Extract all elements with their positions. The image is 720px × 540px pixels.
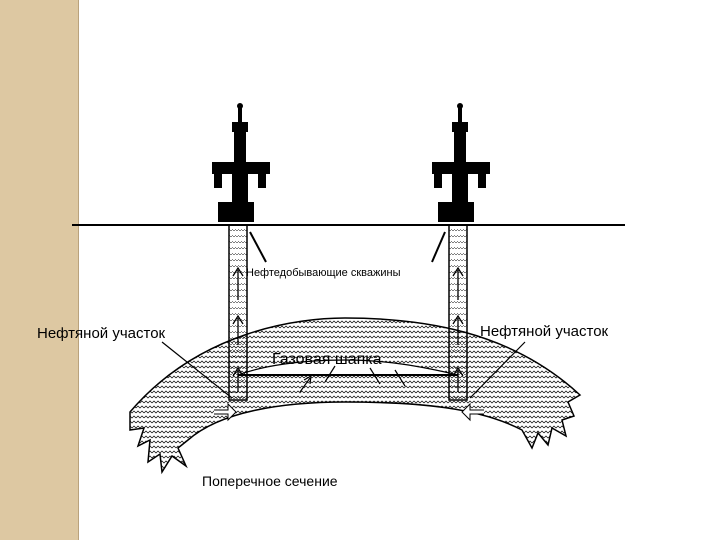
left-well [212, 103, 270, 401]
oil-zone-leader-right [469, 341, 526, 399]
oil-zone-left-label: Нефтяной участок [37, 325, 166, 342]
wells-leader-left [249, 231, 267, 263]
right-well [432, 103, 490, 401]
wells-label: Нефтедобывающие скважины [246, 267, 401, 279]
oil-zone-leader-left [161, 341, 233, 399]
wells-leader-right [431, 231, 446, 263]
reservoir-layer [129, 317, 582, 475]
right-inflow-arrow [461, 402, 484, 422]
right-wellhead-icon [432, 103, 490, 222]
cross-section-label: Поперечное сечение [202, 473, 338, 489]
decorative-side-strip [0, 0, 79, 540]
gas-cap-label: Газовая шапка [272, 351, 382, 368]
left-wellhead-icon [212, 103, 270, 222]
left-inflow-arrow [214, 402, 237, 422]
gas-flow-arrows [299, 365, 406, 393]
oil-zone-right-label: Нефтяной участок [480, 323, 609, 340]
gas-cap-zone [237, 359, 459, 376]
